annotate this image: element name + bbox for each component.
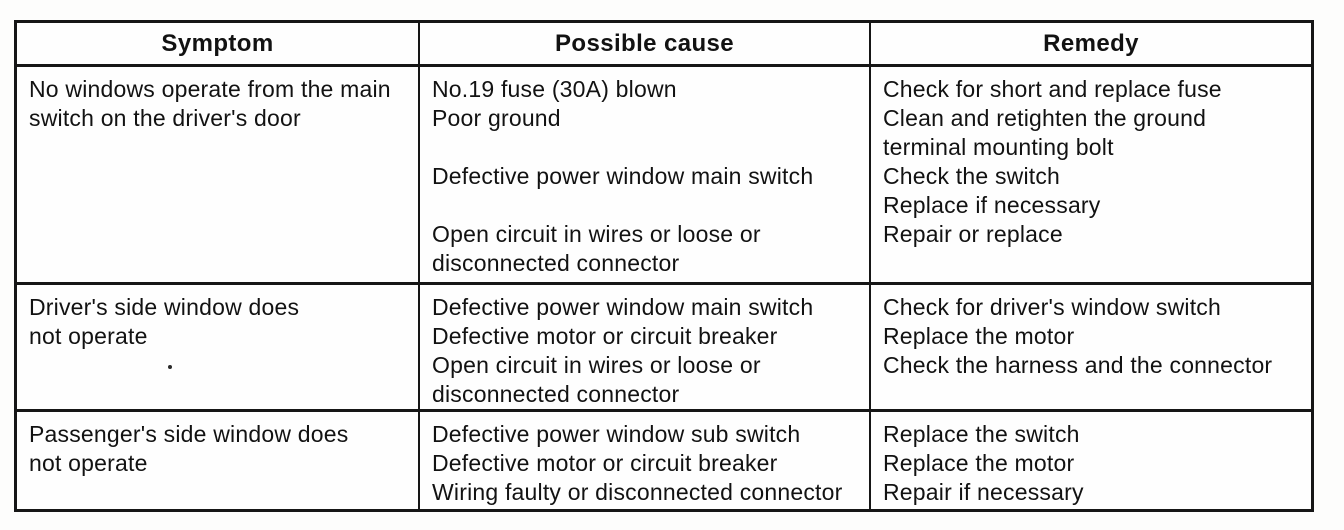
scan-artifact-dot xyxy=(168,365,172,369)
remedy-cell: Check for short and replace fuse Clean a… xyxy=(871,67,1311,285)
symptom-cell: Driver's side window does not operate xyxy=(17,285,420,412)
symptom-cell: Passenger's side window does not operate xyxy=(17,412,420,509)
header-cell-possible-cause: Possible cause xyxy=(420,23,871,67)
cause-cell: Defective power window main switch Defec… xyxy=(420,285,871,412)
symptom-cell: No windows operate from the main switch … xyxy=(17,67,420,285)
remedy-cell: Replace the switch Replace the motor Rep… xyxy=(883,421,1084,505)
remedy-cell: Check for driver's window switch Replace… xyxy=(871,285,1311,412)
cause-cell: Defective power window sub switch Defect… xyxy=(420,412,871,509)
header-cell-remedy: Remedy xyxy=(871,23,1311,67)
header-cell-symptom: Symptom xyxy=(17,23,420,67)
troubleshooting-table: Symptom Possible cause Remedy No windows… xyxy=(14,20,1314,512)
cause-cell: No.19 fuse (30A) blown Poor ground Defec… xyxy=(420,67,871,285)
